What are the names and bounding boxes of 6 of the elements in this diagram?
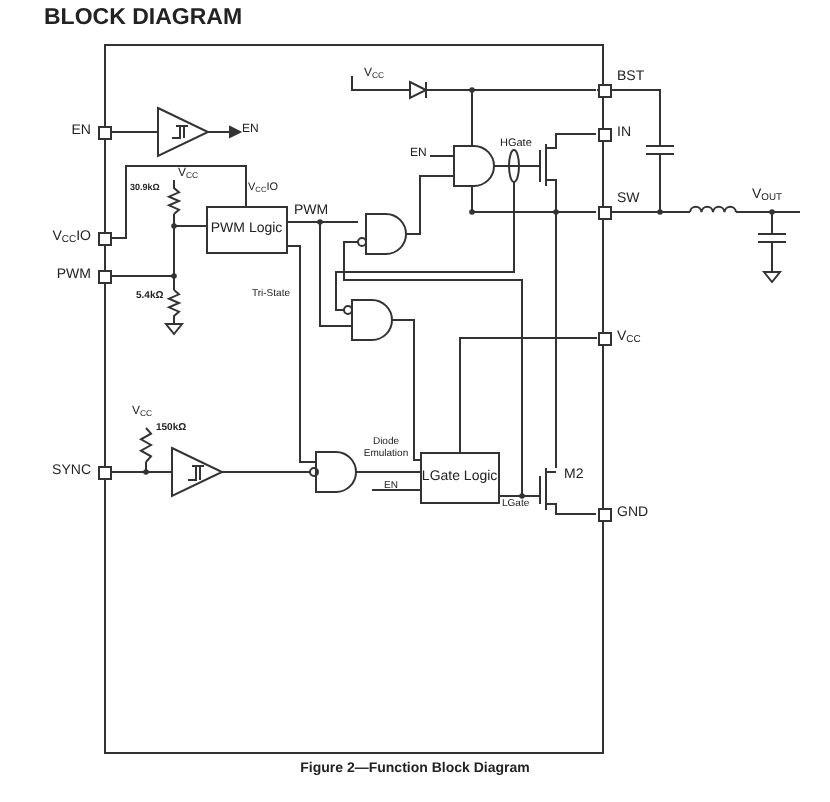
title: BLOCK DIAGRAM	[44, 6, 243, 30]
wire	[596, 89, 675, 213]
wire	[110, 165, 247, 239]
wire	[459, 337, 598, 453]
wire	[110, 225, 207, 277]
chip-outline	[104, 44, 604, 754]
